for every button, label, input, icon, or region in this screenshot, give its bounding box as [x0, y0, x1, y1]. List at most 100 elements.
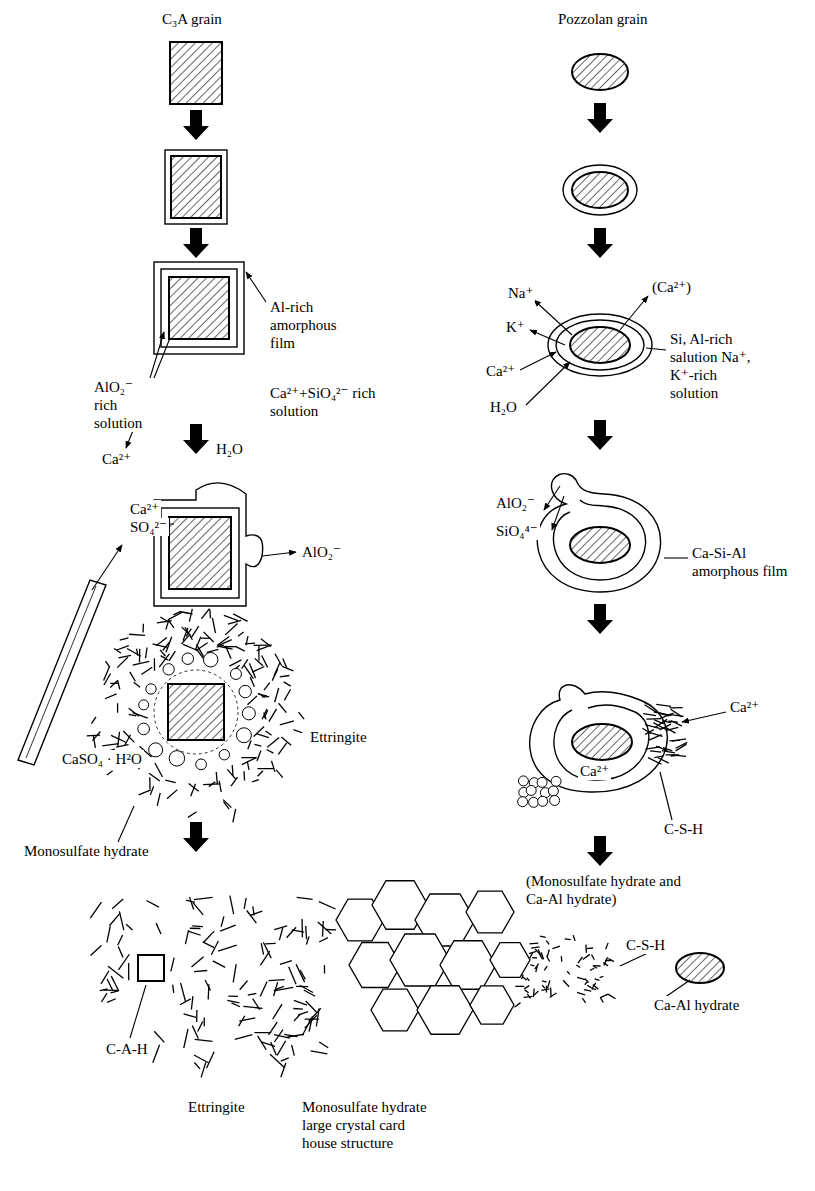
ettringite-needles	[671, 709, 682, 717]
ettringite-needles	[584, 990, 591, 991]
film-label: Ca-Si-Al amorphous film	[690, 544, 798, 580]
ettringite-needles	[533, 988, 535, 997]
stage-arrow	[587, 228, 613, 258]
ettringite-needles	[205, 980, 210, 990]
ettringite-needles	[250, 677, 254, 687]
ettringite-needles	[275, 986, 284, 989]
monosulfate-crystal	[548, 786, 558, 796]
monosulfate-crystal	[149, 743, 163, 757]
hydrate-label: Monosulfate hydrate	[22, 842, 151, 860]
ettringite-needles	[118, 732, 120, 746]
ettringite-needles	[576, 965, 580, 968]
ettringite-needles	[125, 735, 131, 746]
leader-arrow	[664, 557, 688, 558]
c3a-grain-stages	[169, 277, 229, 339]
ettringite-needles	[231, 777, 238, 786]
ettringite-needles	[670, 707, 683, 709]
leader-arrow	[544, 486, 560, 510]
ettringite-needles	[645, 725, 660, 729]
ettringite-needles	[112, 899, 123, 909]
ettringite-needles	[605, 960, 611, 961]
ettringite-needles	[322, 921, 324, 937]
ettringite-needles	[168, 612, 183, 620]
ettringite-needles	[279, 703, 287, 712]
ettringite-needles	[227, 769, 236, 779]
ettringite-needles	[567, 971, 570, 974]
leader-arrow	[526, 362, 570, 405]
monosulfate-crystal	[242, 707, 255, 720]
pozzolan-grain-stages	[553, 500, 645, 580]
ettringite-needles	[201, 609, 209, 619]
ettringite-needles	[203, 931, 214, 942]
monosulfate-crystal	[203, 652, 218, 667]
ettringite-needles	[254, 726, 264, 736]
monosulfate-crystal	[163, 664, 174, 675]
ettringite-needles	[128, 963, 129, 980]
ettringite-needles	[269, 709, 277, 722]
monosulfate-plate	[470, 986, 514, 1024]
ettringite-needles	[139, 790, 151, 795]
ettringite-needles	[278, 743, 286, 754]
stage-arrow	[587, 836, 613, 866]
ettringite-needles	[118, 655, 130, 657]
ettringite-needles	[204, 1018, 205, 1027]
ettringite-needles	[118, 954, 129, 970]
ettringite-needles	[665, 727, 676, 733]
ettringite-needles	[238, 632, 244, 636]
ettringite-needles	[258, 645, 259, 661]
ettringite-needles	[244, 665, 253, 678]
c3a-grain-stages	[18, 42, 724, 983]
ettringite-needles	[212, 618, 215, 633]
ettringite-needles	[242, 758, 256, 765]
ettringite-needles	[305, 1015, 317, 1028]
ettringite-needles	[600, 994, 608, 997]
ettringite-needles	[155, 763, 163, 777]
monosulfate-crystal	[182, 653, 193, 664]
ettringite-needles	[167, 790, 177, 799]
ettringite-needles	[271, 761, 274, 772]
ettringite-needles	[242, 659, 248, 668]
ettringite-needles	[294, 1000, 307, 1005]
ettringite-needles	[173, 611, 181, 615]
c3a-grain-stages	[18, 580, 106, 765]
ettringite-needles	[191, 784, 196, 796]
ettringite-needles	[247, 910, 257, 923]
ettringite-needles	[149, 773, 160, 781]
ettringite-needles	[650, 751, 661, 752]
ettringite-needles	[156, 923, 161, 934]
ettringite-needles	[190, 928, 201, 930]
ettringite-needles	[216, 772, 217, 785]
leader-arrow	[530, 330, 565, 345]
ettringite-needles	[301, 919, 303, 937]
ettringite-needles	[604, 957, 608, 965]
ettringite-needles	[280, 721, 294, 725]
ettringite-needles	[550, 988, 552, 997]
ettringite-needles	[546, 941, 549, 945]
ettringite-needles	[655, 719, 668, 727]
ettringite-needles	[252, 780, 259, 782]
ettringite-needles	[302, 1019, 311, 1035]
ettringite-needles	[649, 732, 662, 736]
ettringite-needles	[577, 977, 585, 979]
ettringite-needles	[261, 943, 263, 954]
ettringite-needles	[123, 731, 134, 742]
ettringite-needles	[257, 768, 273, 769]
pozzolan-grain-stages	[572, 724, 632, 760]
monosulfate-crystal	[236, 728, 251, 743]
monosulfate-crystal	[550, 795, 560, 805]
ettringite-needles	[166, 622, 168, 630]
c3a-grain-stages	[676, 953, 724, 983]
ettringite-needles	[107, 926, 110, 942]
ettringite-needles	[281, 1058, 289, 1061]
ettringite-needles	[260, 982, 267, 997]
stage-arrow	[587, 420, 613, 450]
ettringite-needles	[90, 902, 101, 918]
ettringite-needles	[525, 990, 529, 993]
ettringite-needles	[185, 930, 188, 944]
ettringite-needles	[198, 1022, 203, 1032]
pozzolan-grain-stages	[530, 685, 668, 792]
ettringite-needles	[293, 730, 302, 733]
ettringite-needles	[271, 1042, 277, 1055]
c3a-grain-stages	[161, 269, 237, 347]
ettringite-needles	[161, 656, 169, 661]
